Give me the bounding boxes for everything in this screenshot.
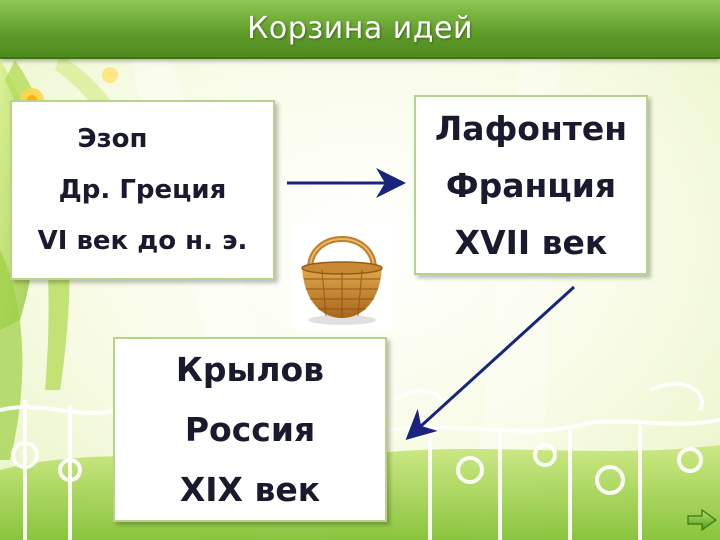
aesop-name: Эзоп [77,123,148,154]
basket-icon [292,224,392,329]
title-bar: Корзина идей [0,0,720,59]
lafontaine-name: Лафонтен [434,108,628,148]
krylov-century: XIX век [179,469,321,509]
krylov-name: Крылов [175,349,325,389]
krylov-box: Крылов Россия XIX век [113,337,387,522]
lafontaine-country: Франция [445,165,617,205]
aesop-country: Др. Греция [58,174,227,205]
aesop-box: Эзоп Др. Греция VI век до н. э. [10,100,275,280]
next-arrow-icon[interactable] [686,508,718,532]
lafontaine-century: XVII век [454,222,608,262]
lafontaine-box: Лафонтен Франция XVII век [414,95,648,275]
krylov-country: Россия [184,409,316,449]
aesop-century: VI век до н. э. [37,225,248,256]
page-title: Корзина идей [247,11,473,46]
